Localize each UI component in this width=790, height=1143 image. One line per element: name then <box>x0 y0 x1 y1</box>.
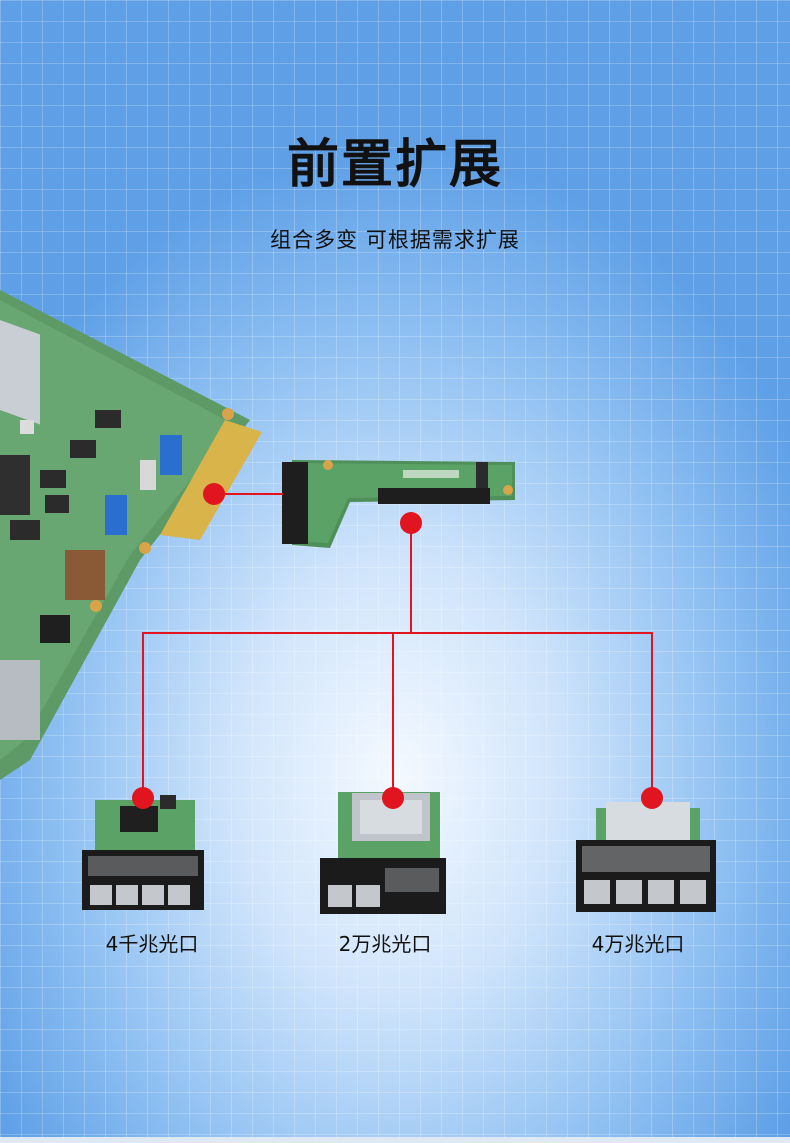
riser-card-image <box>282 460 515 548</box>
connector-dot-module-1 <box>132 787 154 809</box>
connector-lines <box>142 493 653 798</box>
module-2-label: 2万兆光口 <box>338 932 432 956</box>
motherboard-image <box>0 290 262 780</box>
page-subtitle: 组合多变 可根据需求扩展 <box>270 228 520 252</box>
module-2-image <box>320 792 446 914</box>
module-3-label: 4万兆光口 <box>591 932 685 956</box>
module-3-image <box>576 802 716 912</box>
connector-dot-module-2 <box>382 787 404 809</box>
connector-dot-riser <box>400 512 422 534</box>
page-title: 前置扩展 <box>286 135 503 195</box>
connector-dot-module-3 <box>641 787 663 809</box>
module-1-image <box>82 795 204 910</box>
module-1-label: 4千兆光口 <box>105 932 199 956</box>
connector-dot-motherboard <box>203 483 225 505</box>
connector-dots <box>132 483 663 809</box>
bottom-bar <box>0 1137 790 1143</box>
